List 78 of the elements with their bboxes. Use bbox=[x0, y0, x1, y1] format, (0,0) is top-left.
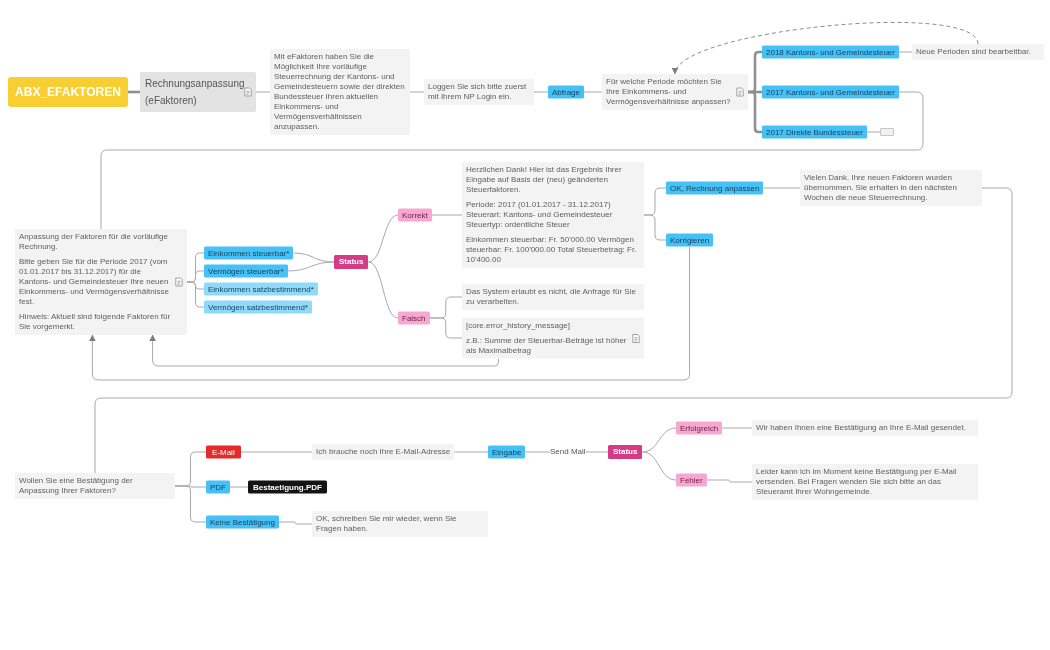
connector-line bbox=[762, 187, 801, 189]
connector-line bbox=[94, 187, 1013, 474]
connector-line bbox=[641, 427, 677, 453]
connector-line bbox=[453, 451, 489, 453]
connector-line bbox=[748, 90, 762, 134]
root-topic: ABX_EFAKTOREN bbox=[8, 77, 128, 107]
connector-line bbox=[429, 317, 463, 339]
branch-topic: PDF bbox=[206, 480, 230, 494]
note-card: OK, schreiben Sie mir wieder, wenn Sie Fragen haben. bbox=[312, 511, 488, 537]
topic-text: Für welche Periode möchten Sie Ihre Einkommens- und Vermögensverhältnisse anpassen? bbox=[606, 77, 732, 107]
connector-line bbox=[240, 451, 313, 453]
connector-line bbox=[898, 51, 913, 53]
connector-line bbox=[409, 91, 425, 93]
file-tag: Bestaetigung.PDF bbox=[248, 480, 327, 494]
branch-topic: 2017 Kantons- und Gemeindesteuer bbox=[762, 85, 899, 99]
status-tag: Status bbox=[334, 255, 369, 269]
branch-topic: OK, Rechnung anpassen bbox=[666, 181, 764, 195]
note-paragraph: Anpassung der Faktoren für die vorläufige Rechnung. bbox=[19, 232, 169, 252]
branch-topic: Einkommen steuerbar* bbox=[204, 246, 294, 260]
branch-topic: Eingabe bbox=[488, 445, 526, 459]
note-card: Loggen Sie sich bitte zuerst mit Ihrem NP Login ein. bbox=[424, 79, 534, 105]
note-paragraph: Einkommen steuerbar: Fr. 50'000.00 Vermögen steuerbar: Fr. 100'000.00 Total Steuerbetrag: Fr. 10'400.00 bbox=[466, 235, 638, 265]
note-paragraph: Bitte geben Sie für die Periode 2017 (vom 01.01.2017 bis 31.12.2017) für die Kantons- und Gemeindesteuer Ihre neuen Einkommens- und Vermögensverhältnisse fest. bbox=[19, 257, 170, 307]
note-card bbox=[15, 229, 187, 335]
note-card: Leider kann ich im Moment keine Bestätigung per E-Mail versenden. Bei Fragen wenden Sie sich bitte an das Steueramt Ihrer Wohngemeinde. bbox=[752, 464, 978, 500]
outcome-tag: Korrekt bbox=[398, 208, 432, 222]
topic-text: Send Mail bbox=[550, 447, 586, 457]
connector-line bbox=[641, 451, 677, 481]
note-paragraph: Periode: 2017 (01.01.2017 - 31.12.2017) Steuerart: Kantons- und Gemeindesteuer Steuertyp: ordentliche Steuer bbox=[466, 200, 614, 230]
note-card: Vielen Dank. Ihre neuen Faktoren wurden übernommen. Sie erhalten in den nächsten Wochen die neue Steuerrechnung. bbox=[800, 170, 982, 206]
main-topic bbox=[140, 72, 256, 112]
status-tag: Status bbox=[608, 445, 643, 459]
connector-line bbox=[431, 214, 463, 216]
connector-line bbox=[367, 214, 399, 263]
note-paragraph: z.B.: Summe der Steuerbar-Beträge ist höher als Maximalbetrag bbox=[466, 335, 628, 356]
note-card: Mit eFaktoren haben Sie die Möglichkeit Ihre vorläufige Steuerrechnung der Kantons- und Gemeindesteuern sowie der direkten Bundessteuer Ihren aktuellen Einkommens- und Vermögensverhältnissen anzupassen. bbox=[270, 49, 410, 135]
connector-line bbox=[174, 485, 207, 523]
connector-line bbox=[643, 214, 667, 241]
branch-topic: Abfrage bbox=[548, 85, 585, 99]
connector-line bbox=[100, 91, 924, 230]
connector-line bbox=[287, 261, 335, 272]
note-card: Wir haben Ihnen eine Bestätigung an Ihre E-Mail gesendet. bbox=[752, 420, 978, 436]
outcome-tag: Erfolgreich bbox=[676, 421, 723, 435]
branch-topic: Vermögen steuerbar* bbox=[204, 264, 288, 278]
branch-topic: E-Mail bbox=[206, 445, 241, 459]
branch-topic: Vermögen satzbestimmend* bbox=[204, 300, 313, 314]
branch-topic: 2018 Kantons- und Gemeindesteuer bbox=[762, 45, 899, 59]
connector-line bbox=[278, 521, 313, 525]
connector-line bbox=[367, 261, 399, 319]
collapsed-marker bbox=[880, 128, 894, 136]
connector-line bbox=[585, 451, 609, 453]
outcome-tag: Fehler bbox=[676, 473, 707, 487]
note-card: Ich brauche noch Ihre E-Mail-Adresse bbox=[312, 444, 455, 460]
connector-line bbox=[255, 91, 271, 93]
note-card bbox=[462, 317, 644, 359]
branch-topic: Korrigieren bbox=[666, 233, 714, 247]
arrow bbox=[149, 334, 499, 367]
note-card bbox=[462, 162, 644, 268]
note-card: Neue Perioden sind bearbeitbar. bbox=[912, 44, 1044, 60]
connector-line bbox=[866, 131, 881, 133]
note-card: Das System erlaubt es nicht, die Anfrage für Sie zu verarbeiten. bbox=[462, 284, 644, 310]
branch-topic: Keine Bestätigung bbox=[206, 515, 279, 529]
note-paragraph: [core.error_history_message] bbox=[466, 320, 572, 331]
arrow bbox=[88, 246, 691, 381]
outcome-tag: Falsch bbox=[398, 311, 430, 325]
connector-line bbox=[583, 91, 603, 93]
note-card: Wollen Sie eine Bestätigung der Anpassung Ihrer Faktoren? bbox=[15, 473, 175, 499]
connector-line bbox=[706, 479, 753, 483]
connector-line bbox=[721, 427, 753, 429]
note-paragraph: Herzlichen Dank! Hier ist das Ergebnis Ihrer Eingabe auf Basis der (neu) geänderten Steuerfaktoren. bbox=[466, 165, 623, 195]
branch-topic: Einkommen satzbestimmend* bbox=[204, 282, 318, 296]
note-card bbox=[602, 74, 748, 110]
branch-topic: 2017 Direkte Bundessteuer bbox=[762, 125, 867, 139]
note-paragraph: Hinweis: Aktuell sind folgende Faktoren für Sie vorgemerkt. bbox=[19, 312, 172, 332]
connector-line bbox=[533, 91, 549, 93]
arrow bbox=[674, 21, 979, 75]
connector-line bbox=[229, 486, 249, 488]
connector-line bbox=[524, 451, 551, 453]
